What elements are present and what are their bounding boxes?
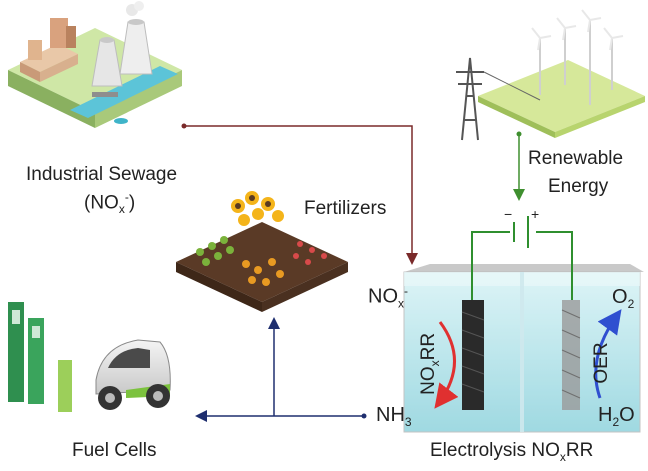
battery-plus-sign: +: [531, 206, 540, 222]
nox-reduction-arrow: [434, 321, 459, 409]
o2-output-label: O2: [612, 286, 635, 311]
fertilizer-farm-illustration: [176, 191, 348, 312]
energy-to-cell-arrow: [513, 131, 525, 201]
fertilizers-label: Fertilizers: [304, 198, 387, 219]
cathode-electrode: [462, 300, 484, 410]
anode-wire: [536, 231, 573, 300]
sewage-formula-label: (NOx-): [84, 190, 136, 217]
electrolysis-cell: [403, 216, 644, 433]
nox-input-label: NOx-: [368, 284, 408, 311]
ammonia-distribution-arrow: [195, 317, 367, 422]
oer-reaction-label: OER: [591, 342, 612, 384]
sewage-to-cell-arrow: [181, 123, 418, 265]
industrial-sewage-label: Industrial Sewage: [26, 164, 178, 185]
energy-label: Energy: [548, 176, 609, 197]
h2o-input-label: H2O: [598, 404, 635, 429]
fuel-cells-label: Fuel Cells: [72, 440, 157, 461]
noxrr-reaction-label: NOxRR: [418, 332, 442, 395]
oxygen-evolution-arrow: [594, 309, 622, 399]
electrolysis-label: Electrolysis NOxRR: [430, 440, 594, 464]
industrial-plant-illustration: [8, 1, 182, 128]
renewable-energy-illustration: [456, 9, 645, 141]
cathode-wire: [471, 231, 510, 300]
fuel-cell-vehicle-illustration: [8, 302, 171, 412]
battery-minus-sign: −: [504, 206, 513, 222]
renewable-label: Renewable: [528, 148, 624, 169]
nh3-output-label: NH3: [376, 404, 412, 429]
anode-electrode: [562, 300, 580, 410]
